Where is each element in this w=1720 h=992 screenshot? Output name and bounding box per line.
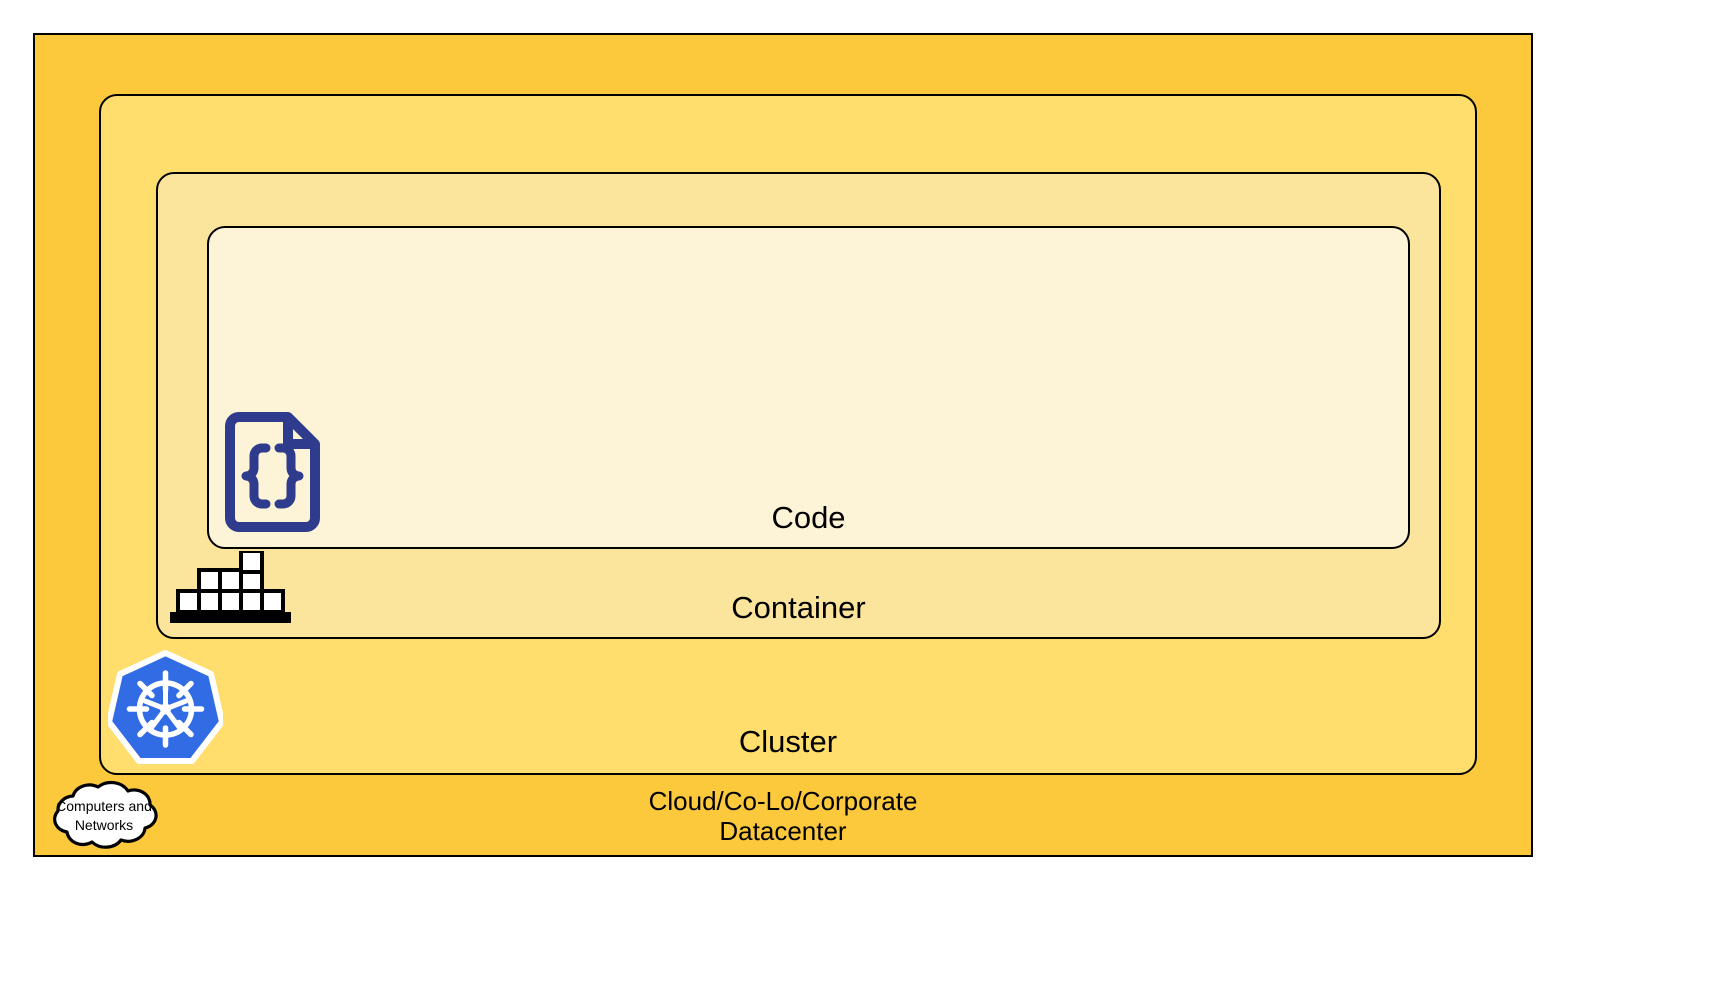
layer-datacenter[interactable]: Code Container Cluster Cloud/Co-Lo/Corpo… — [33, 33, 1533, 857]
cloud-shape-icon — [53, 780, 158, 849]
layer-code[interactable]: Code — [207, 226, 1410, 549]
kubernetes-logo-icon — [106, 650, 225, 768]
layer-label-cluster: Cluster — [738, 724, 838, 760]
layer-label-container: Container — [731, 590, 866, 626]
container-stack-icon — [170, 549, 292, 628]
json-file-icon — [220, 412, 324, 532]
layer-label-datacenter: Cloud/Co-Lo/Corporate Datacenter — [648, 785, 918, 847]
cloud-callout-computers-networks[interactable]: Computers and Networks — [33, 774, 175, 864]
layer-cluster[interactable]: Code Container Cluster — [99, 94, 1477, 775]
layer-container[interactable]: Code Container — [156, 172, 1441, 639]
layer-label-code: Code — [771, 500, 846, 536]
